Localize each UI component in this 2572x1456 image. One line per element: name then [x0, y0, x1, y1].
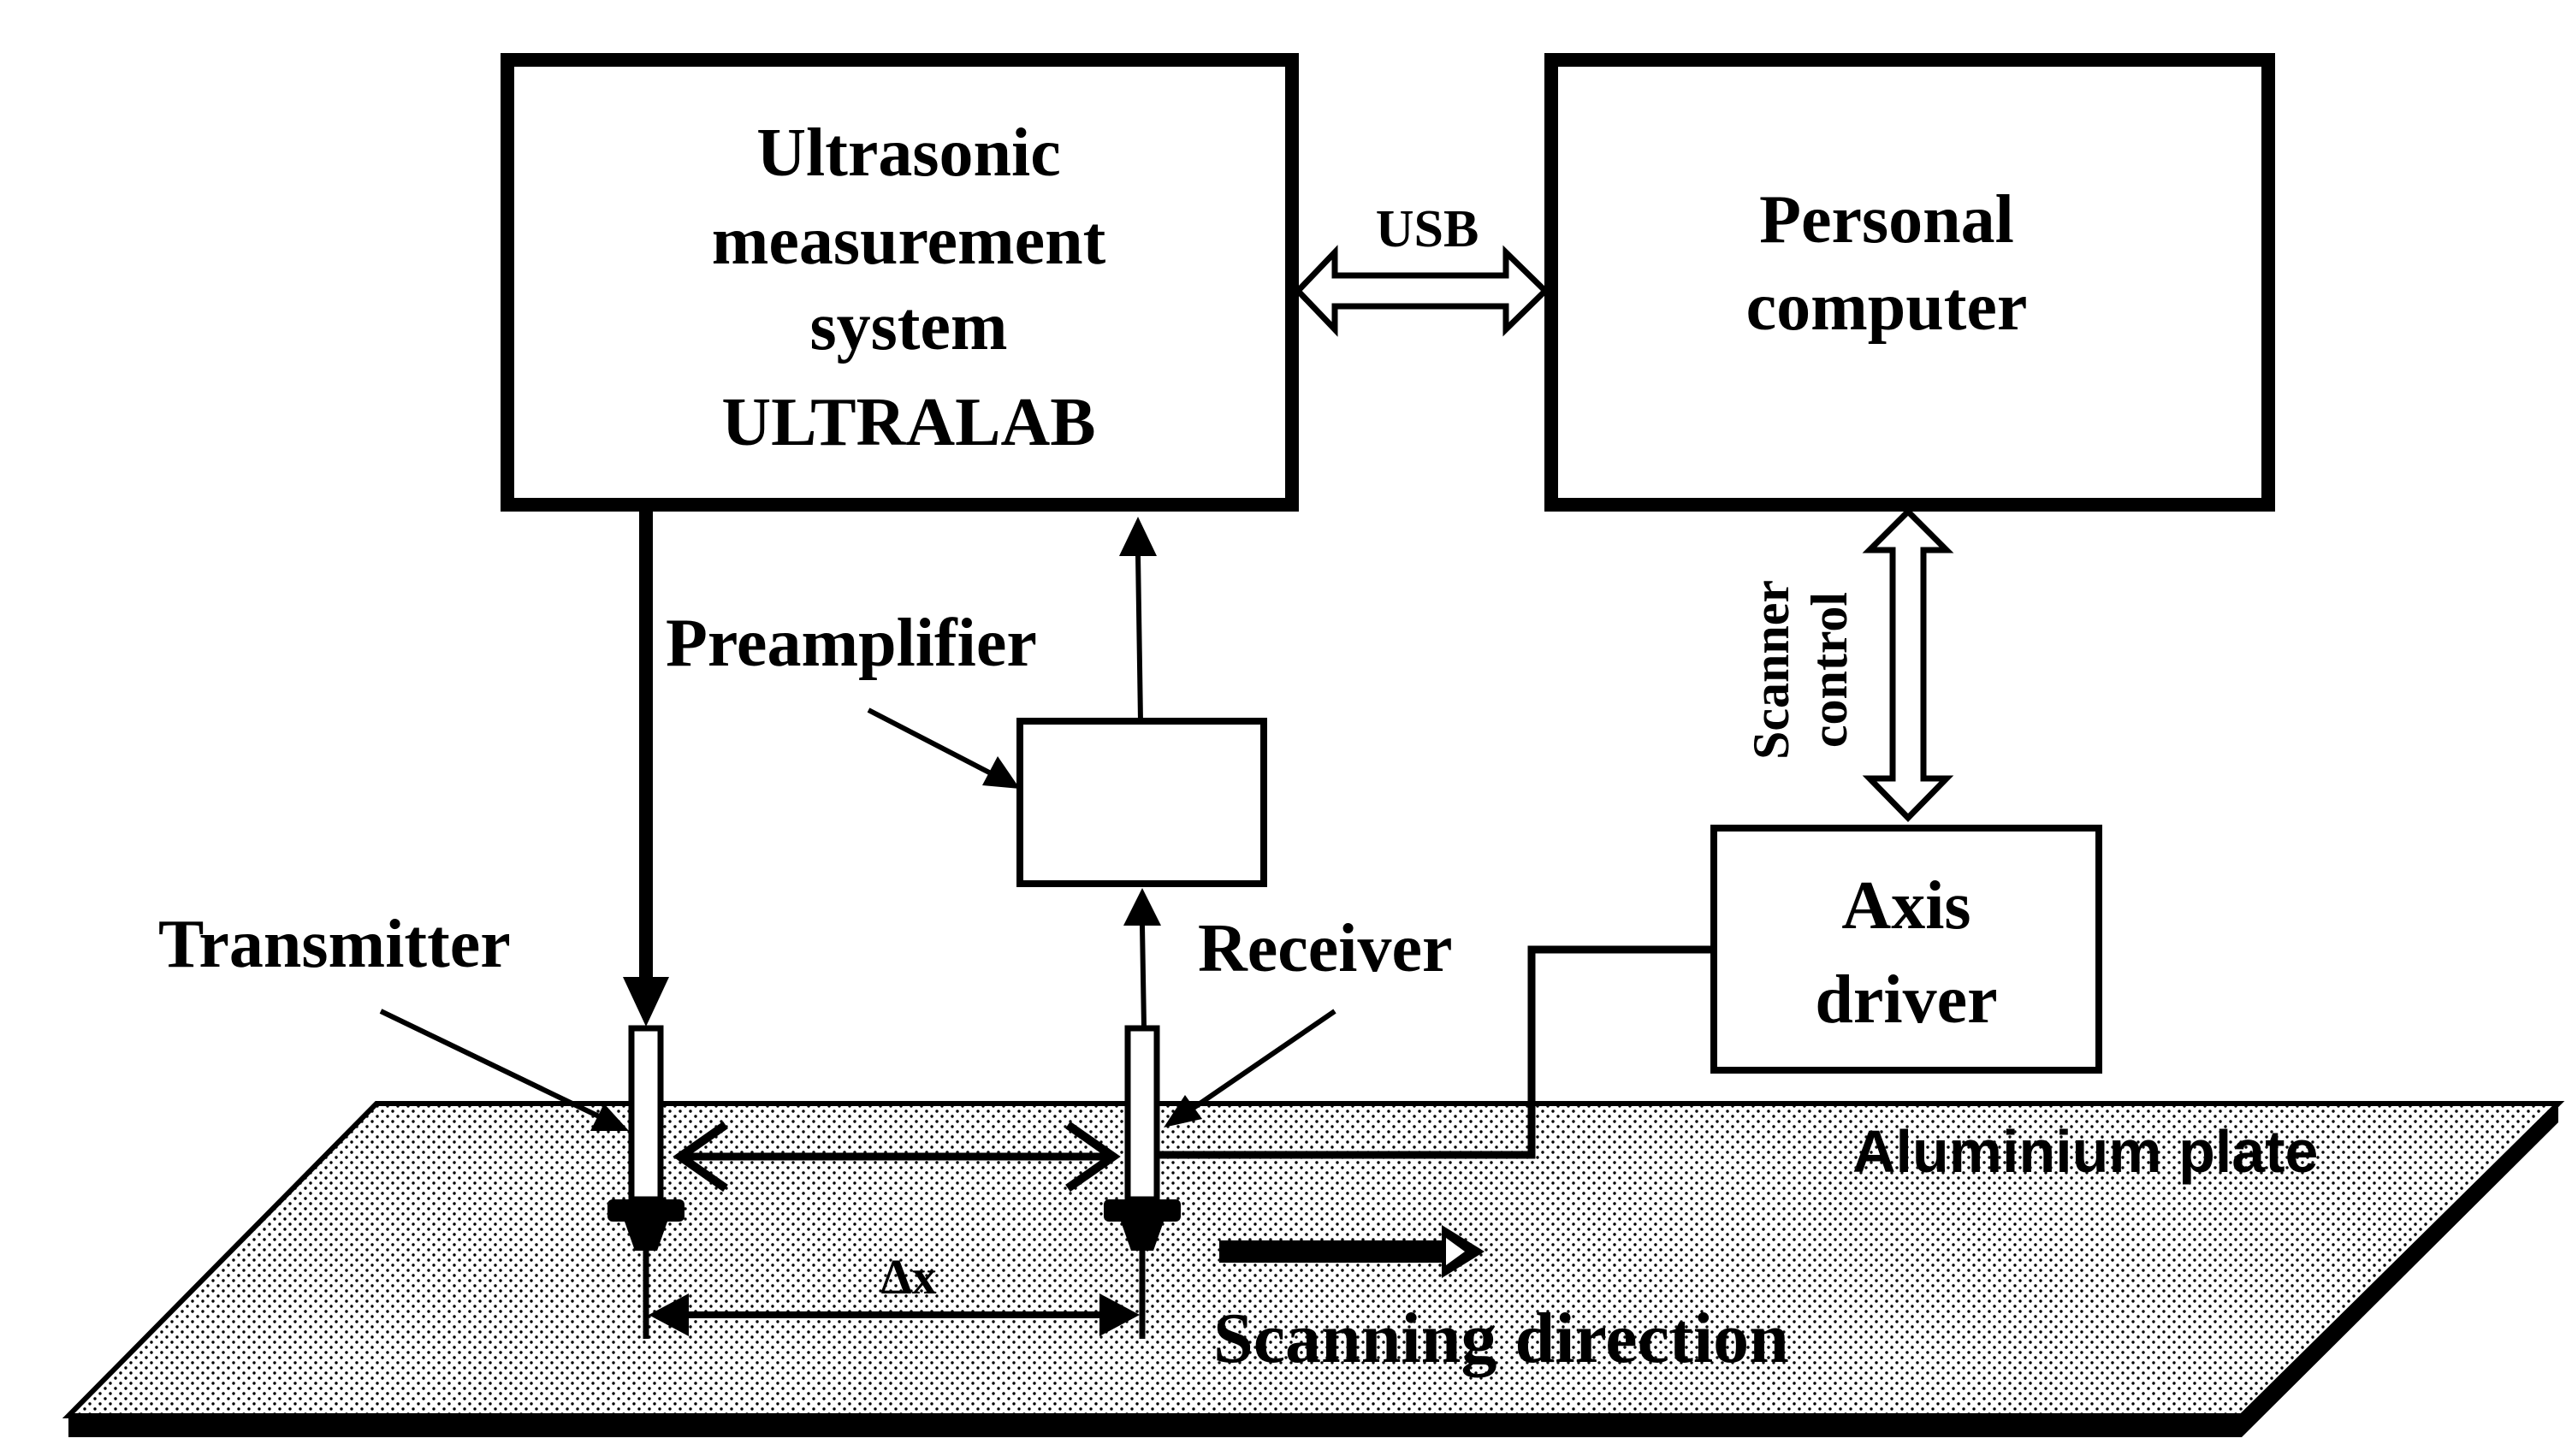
- aluminium-plate-label: Aluminium plate: [1852, 1118, 2318, 1185]
- receiver-label: Receiver: [1198, 911, 1453, 986]
- usb-label: USB: [1376, 200, 1479, 258]
- scanning-direction-label: Scanning direction: [1213, 1299, 1789, 1378]
- receiver-probe: [1104, 1025, 1181, 1339]
- probe-spacing-upper-arrow: [673, 1121, 1121, 1193]
- transmitter-label: Transmitter: [158, 907, 511, 982]
- ultralab-line-2: measurement: [712, 204, 1106, 279]
- pc-line-1: Personal: [1759, 182, 2014, 257]
- preamp-to-ultralab-arrow: [1119, 517, 1157, 722]
- scanner-control-line-1: Scanner: [1743, 580, 1799, 760]
- scanning-direction-arrow: [1219, 1225, 1485, 1278]
- axis-driver-cable: [1142, 945, 1714, 1159]
- ultralab-line-3: system: [809, 289, 1007, 364]
- delta-x-arrow: [649, 1293, 1140, 1336]
- preamplifier-block: [1016, 718, 1267, 887]
- axis-driver-line-1: Axis: [1841, 868, 1970, 944]
- preamplifier-pointer-arrow: [867, 707, 1020, 789]
- ultralab-block: Ultrasonic measurement system ULTRALAB: [501, 53, 1299, 512]
- receiver-pointer-arrow: [1164, 1009, 1336, 1128]
- ultralab-to-transmitter-arrow: [623, 512, 669, 1027]
- personal-computer-block: Personal computer: [1544, 53, 2275, 512]
- axis-driver-line-2: driver: [1815, 962, 1997, 1038]
- scanner-control-arrow: Scanner control: [1743, 507, 1954, 823]
- usb-connection-arrow: USB: [1294, 200, 1550, 337]
- ultralab-line-4: ULTRALAB: [721, 385, 1095, 460]
- delta-x-label: Δx: [880, 1249, 936, 1305]
- axis-driver-block: Axis driver: [1710, 825, 2102, 1074]
- scanner-control-line-2: control: [1801, 592, 1858, 748]
- transmitter-pointer-arrow: [379, 1009, 629, 1131]
- ultralab-line-1: Ultrasonic: [756, 115, 1061, 191]
- pc-line-2: computer: [1746, 269, 2028, 345]
- preamplifier-label: Preamplifier: [666, 606, 1037, 681]
- receiver-to-preamp-arrow: [1123, 888, 1161, 1027]
- transmitter-probe: [607, 1025, 684, 1339]
